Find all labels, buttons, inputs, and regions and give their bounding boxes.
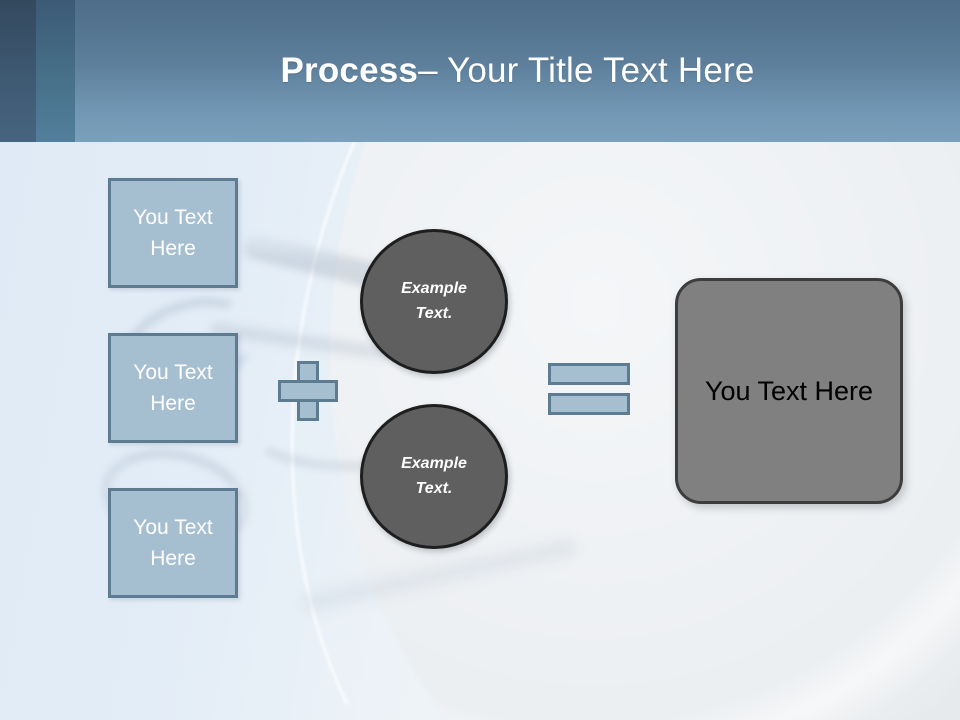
slide-title-strong: Process: [280, 51, 419, 90]
equals-top-bar: [548, 363, 630, 385]
example-circle-2-line2: Text.: [415, 479, 453, 497]
input-box-3[interactable]: You Text Here: [108, 488, 238, 598]
slide-title-rest: – Your Title Text Here: [418, 51, 755, 90]
result-box[interactable]: You Text Here: [675, 278, 903, 504]
input-box-2[interactable]: You Text Here: [108, 333, 238, 443]
slide-title: Process – Your Title Text Here: [75, 0, 960, 142]
example-circle-2-line1: Example: [401, 454, 467, 472]
input-box-1[interactable]: You Text Here: [108, 178, 238, 288]
header-band-left-dark: [0, 0, 36, 142]
equals-bottom-bar: [548, 393, 630, 415]
plus-center-fill: [300, 383, 316, 399]
example-circle-2[interactable]: Example Text.: [360, 404, 508, 549]
plus-sign-icon: [278, 361, 338, 421]
example-circle-1-line1: Example: [401, 279, 467, 297]
slide-header: Process – Your Title Text Here: [0, 0, 960, 142]
equals-sign-icon: [548, 363, 630, 415]
example-circle-1-line2: Text.: [415, 304, 453, 322]
header-band-left-mid: [36, 0, 75, 142]
header-band-main: [75, 0, 960, 142]
example-circle-1[interactable]: Example Text.: [360, 229, 508, 374]
